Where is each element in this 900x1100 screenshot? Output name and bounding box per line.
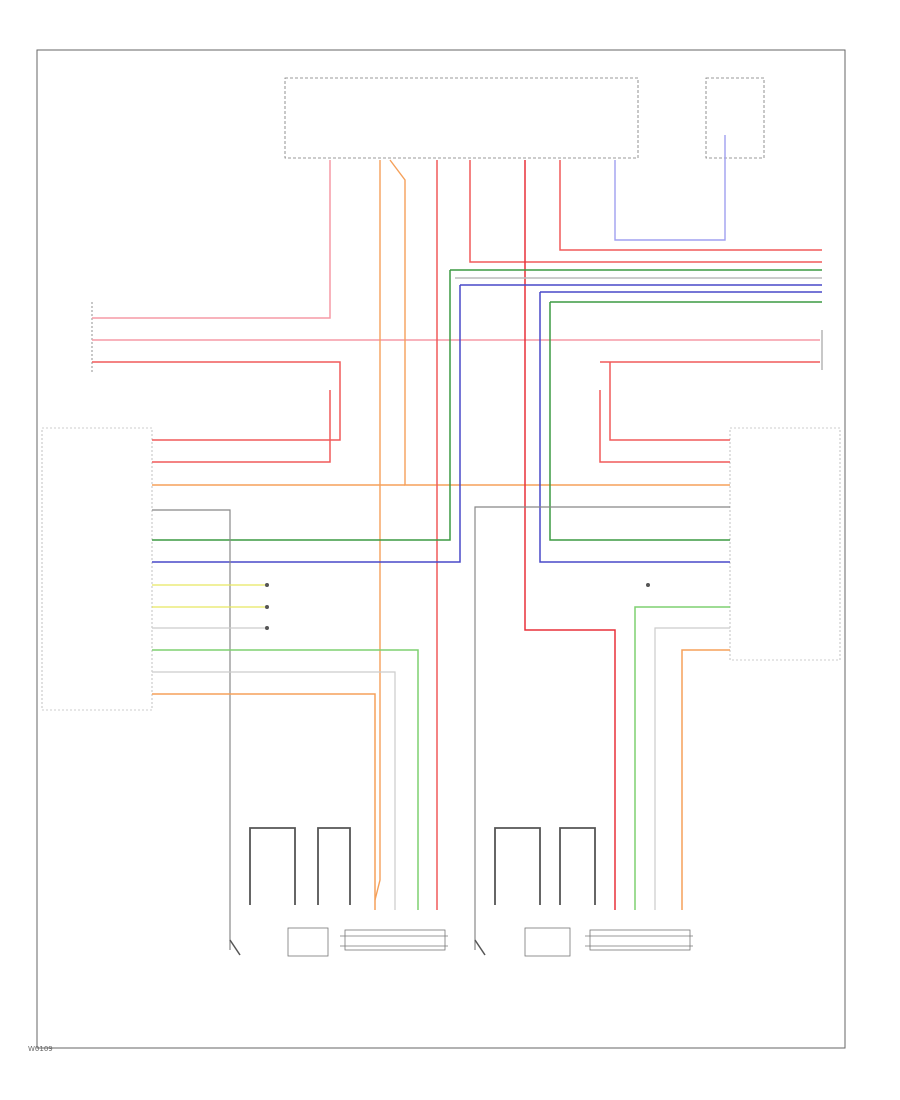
wire-gray-right <box>474 506 730 950</box>
wire-pink-3 <box>152 390 331 463</box>
wire-blue-right <box>539 292 730 563</box>
right-motor-bracket-2 <box>559 827 596 905</box>
left-door-switch <box>41 427 153 711</box>
diagram-frame <box>36 49 846 1049</box>
wire-green-right <box>549 302 730 541</box>
left-ground-bend <box>229 939 241 956</box>
wire-pink-right-2 <box>609 362 730 441</box>
junction-dot <box>265 605 269 609</box>
wire-pink-horizontal-2 <box>92 361 341 441</box>
passenger-window-switch <box>284 77 639 159</box>
wire-orange-2 <box>389 159 730 486</box>
wire-blue-left <box>152 285 461 563</box>
top-right-module <box>705 77 765 159</box>
wire-gray-right-2 <box>654 627 730 910</box>
wire-orange-1 <box>374 160 381 901</box>
wire-gray-left-2 <box>152 671 396 910</box>
left-motor-bracket-2 <box>317 827 351 905</box>
wire-lightgreen-left <box>152 649 419 910</box>
wire-lightgreen-right <box>634 606 730 910</box>
wire-red-1 <box>92 160 331 319</box>
left-window-motor <box>344 929 446 951</box>
wire-orange-right-bottom <box>681 649 730 910</box>
diagram-code: W0109 <box>28 1045 53 1053</box>
right-window-motor <box>589 929 691 951</box>
right-ground-bend <box>474 939 486 956</box>
right-motor-line <box>585 935 693 947</box>
wire-orange-left-bottom <box>152 693 376 910</box>
junction-dot <box>265 583 269 587</box>
wire-red-right <box>559 160 822 251</box>
right-motor-bracket-1 <box>494 827 541 905</box>
wire-pink-right-3 <box>599 390 730 463</box>
left-lock-actuator <box>287 927 329 957</box>
wire-darkred-long <box>524 160 616 910</box>
left-motor-line <box>340 935 448 947</box>
junction-dot <box>646 583 650 587</box>
junction-dot <box>265 626 269 630</box>
wire-red-top-right <box>469 160 822 263</box>
wire-gray-left <box>152 509 231 950</box>
left-motor-bracket-1 <box>249 827 296 905</box>
right-door-switch <box>729 427 841 661</box>
wire-green-left <box>152 270 451 541</box>
right-lock-actuator <box>524 927 571 957</box>
wire-lightblue <box>614 135 726 241</box>
